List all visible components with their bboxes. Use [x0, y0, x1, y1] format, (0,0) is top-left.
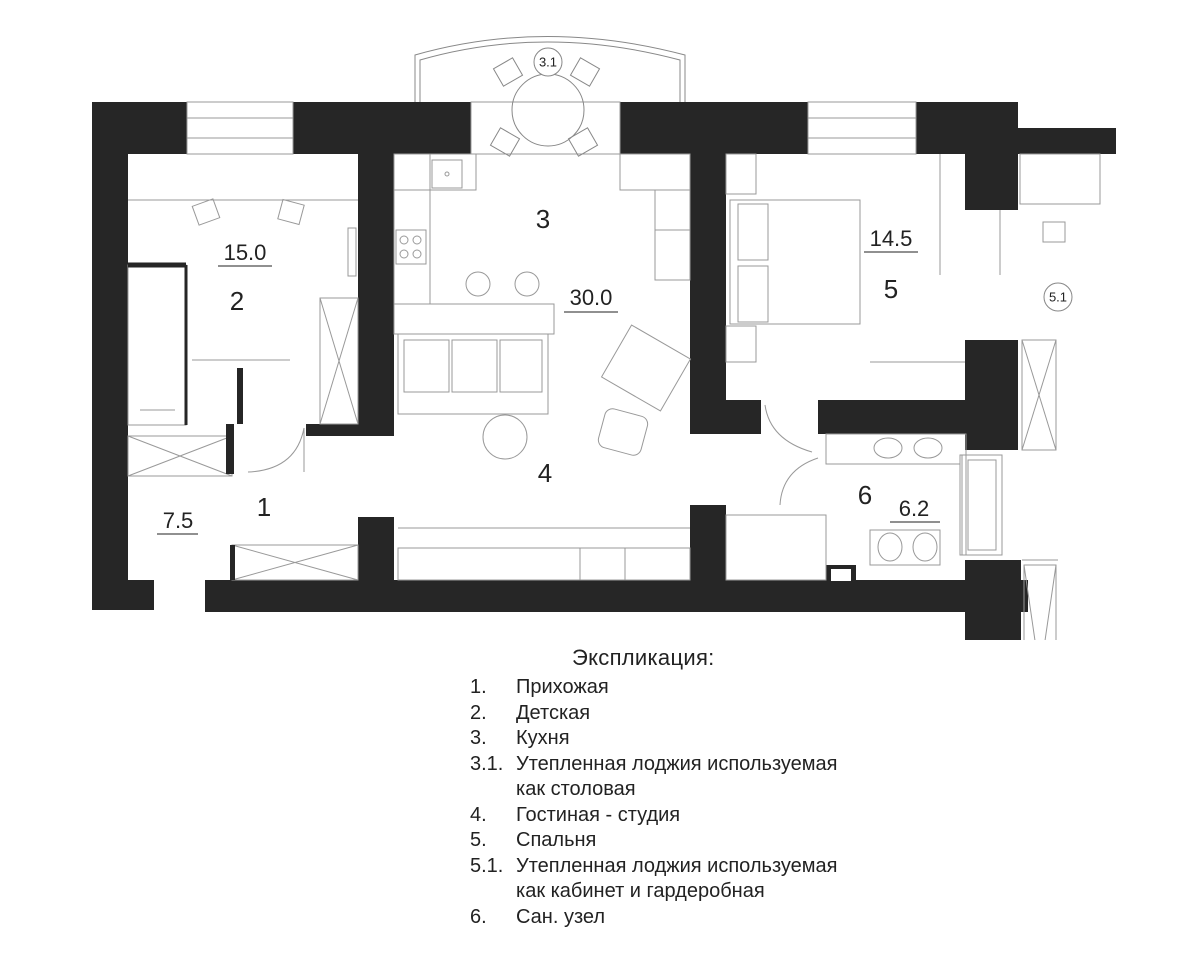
wall-top-right-b	[916, 102, 1018, 154]
legend-item-continuation: как столовая	[470, 777, 930, 803]
legend-item: 3. Кухня	[470, 726, 930, 752]
legend-item-number: 6.	[470, 905, 487, 928]
legend-item-label: Детская	[516, 701, 591, 724]
legend-item-number: 3.	[470, 727, 487, 749]
room-5-number: 5	[884, 274, 898, 304]
loggia-3-1	[414, 36, 686, 157]
legend-item-label: Гостиная - студия	[516, 803, 681, 826]
room-labels: 1 7.5 2 15.0 3 30.0 3.1 4 5 14.5 5.1 6 6…	[157, 47, 1073, 535]
legend-item-number: 5.	[470, 829, 487, 851]
legend-item-label: Утепленная лоджия используемая	[516, 854, 838, 877]
room-6-number: 6	[858, 480, 872, 510]
wall-partition-4-5	[690, 154, 726, 434]
wall-loggia-5-1-b	[965, 340, 1018, 450]
room-5-1-number: 5.1	[1049, 289, 1067, 304]
room-2-area: 15.0	[224, 240, 267, 265]
legend-item: 1. Прихожая	[470, 675, 930, 701]
room-1-furniture	[127, 424, 359, 581]
wall-bottom	[205, 580, 1028, 612]
bedroom-door-arc	[764, 404, 813, 453]
bedroom-furniture	[725, 153, 965, 363]
legend-item: 5. Спальня	[470, 828, 930, 854]
dining-table	[511, 73, 585, 147]
wall-partition-5-6	[726, 400, 761, 434]
room-1-number: 1	[257, 492, 271, 522]
floor-plan: 1 7.5 2 15.0 3 30.0 3.1 4 5 14.5 5.1 6 6…	[92, 36, 1116, 640]
legend-item: 3.1. Утепленная лоджия используемая	[470, 752, 930, 778]
legend-item-number: 1.	[470, 676, 487, 698]
legend-item-label: Прихожая	[516, 676, 609, 698]
wall-loggia-5-1-a	[965, 154, 1018, 210]
legend-item-number: 5.1.	[470, 854, 504, 877]
legend-item-continuation: как кабинет и гардеробная	[470, 879, 930, 905]
kitchen-furniture	[393, 153, 691, 335]
wall-right-column	[965, 583, 1021, 640]
legend-item-label-continuation: как кабинет и гардеробная	[516, 880, 765, 902]
wall-6-left	[690, 505, 726, 583]
room-3-1-number: 3.1	[539, 54, 557, 69]
living-room-furniture	[397, 324, 692, 581]
wall-left-stub	[128, 580, 154, 610]
wall-left	[92, 102, 128, 610]
room-6-area: 6.2	[899, 496, 930, 521]
room-1-area: 7.5	[163, 508, 194, 533]
room-2-furniture	[127, 198, 359, 426]
wall-top-right-a	[620, 102, 808, 154]
windows	[186, 101, 917, 155]
room-3-area: 30.0	[570, 285, 613, 310]
wall-top-far-right	[1018, 128, 1116, 154]
legend-item-number: 4.	[470, 803, 487, 826]
room-2-number: 2	[230, 286, 244, 316]
legend-item: 5.1. Утепленная лоджия используемая	[470, 854, 930, 880]
legend-item-label: Спальня	[516, 829, 597, 851]
wall-partition-2-1	[306, 424, 394, 436]
legend-item-number: 2.	[470, 701, 487, 724]
loggia-5-1-furniture	[939, 153, 1101, 640]
wall-top-mid	[293, 102, 471, 154]
legend-item: 2. Детская	[470, 701, 930, 727]
wall-partition-2-3	[358, 154, 394, 434]
legend-item-label: Сан. узел	[516, 905, 606, 928]
walls	[92, 102, 1116, 612]
legend-item: 4. Гостиная - студия	[470, 803, 930, 829]
legend: Экспликация: 1. Прихожая 2. Детская 3. К…	[470, 645, 930, 930]
legend-item-label: Утепленная лоджия используемая	[516, 752, 838, 775]
legend-item-label-continuation: как столовая	[516, 778, 636, 800]
room-5-area: 14.5	[870, 226, 913, 251]
legend-item-number: 3.1.	[470, 752, 504, 775]
bathroom-fixtures	[725, 433, 1003, 581]
room-4-number: 4	[538, 458, 552, 488]
room-3-number: 3	[536, 204, 550, 234]
legend-item: 6. Сан. узел	[470, 905, 930, 931]
legend-item-label: Кухня	[516, 727, 570, 749]
wall-stub-1	[358, 517, 394, 583]
legend-title: Экспликация:	[572, 645, 715, 670]
